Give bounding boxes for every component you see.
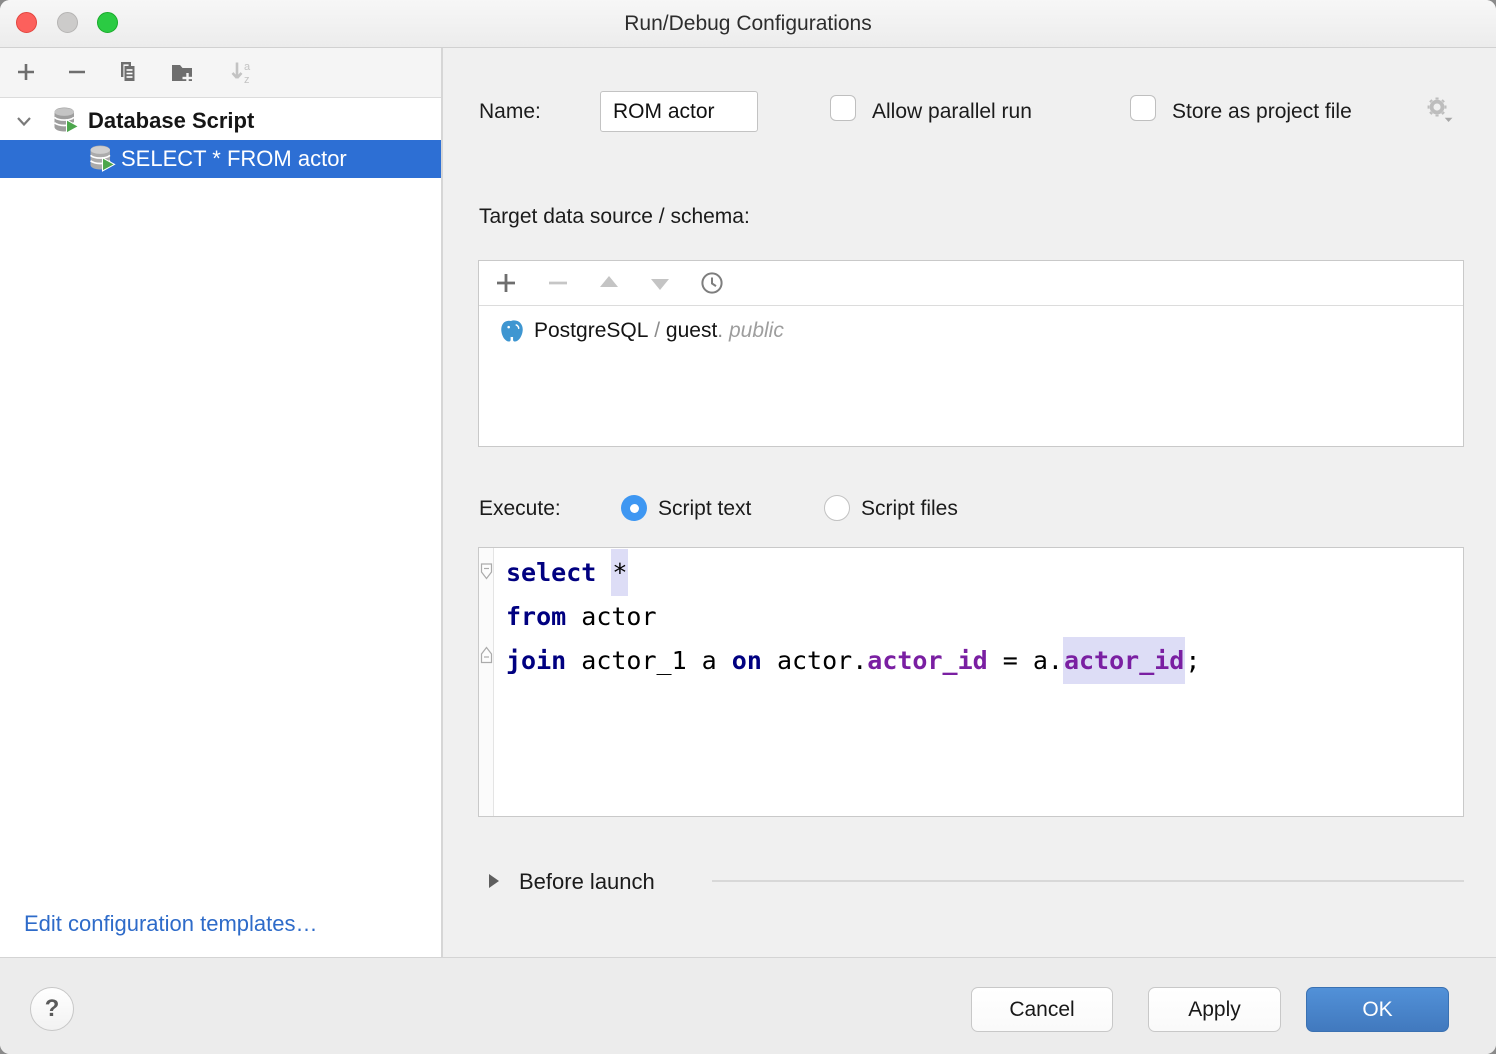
tree-group-label: Database Script xyxy=(88,102,254,140)
dialog-footer: ? Cancel Apply OK xyxy=(0,957,1496,1054)
name-label: Name: xyxy=(479,100,541,124)
database-script-run-icon xyxy=(86,144,116,174)
script-text-editor[interactable]: select *from actorjoin actor_1 a on acto… xyxy=(478,547,1464,817)
add-configuration-icon[interactable] xyxy=(13,59,39,85)
ok-button[interactable]: OK xyxy=(1306,987,1449,1032)
window-title: Run/Debug Configurations xyxy=(0,0,1496,47)
fold-marker-collapse-icon[interactable] xyxy=(480,646,493,664)
sort-alphabetically-icon: a z xyxy=(229,59,255,85)
svg-text:a: a xyxy=(244,61,251,73)
gear-settings-icon[interactable] xyxy=(1424,94,1456,126)
apply-button[interactable]: Apply xyxy=(1148,987,1281,1032)
data-source-engine: PostgreSQL xyxy=(534,319,648,343)
allow-parallel-run-label[interactable]: Allow parallel run xyxy=(872,100,1032,124)
code-lines[interactable]: select *from actorjoin actor_1 a on acto… xyxy=(506,551,1200,683)
before-launch-expand-icon[interactable] xyxy=(489,874,499,888)
sidebar-toolbar: a z xyxy=(0,48,441,98)
data-source-schema: public xyxy=(729,319,784,343)
script-files-label[interactable]: Script files xyxy=(861,497,958,521)
move-up-icon xyxy=(596,270,622,296)
move-down-icon xyxy=(647,270,673,296)
data-source-row-postgresql[interactable]: PostgreSQL / guest. public xyxy=(499,317,784,345)
editor-gutter xyxy=(479,548,494,816)
store-as-project-file-label[interactable]: Store as project file xyxy=(1172,100,1352,124)
script-text-radio[interactable] xyxy=(621,495,647,521)
postgresql-elephant-icon xyxy=(499,318,526,345)
svg-text:z: z xyxy=(244,74,250,85)
execute-label: Execute: xyxy=(479,497,561,521)
remove-data-source-icon xyxy=(545,270,571,296)
store-as-project-file-checkbox[interactable] xyxy=(1130,95,1156,121)
data-source-toolbar xyxy=(479,261,1463,306)
fold-marker-collapse-icon[interactable] xyxy=(480,563,493,581)
code-line[interactable]: from actor xyxy=(506,595,1200,639)
copy-configuration-icon[interactable] xyxy=(114,59,140,85)
code-line[interactable]: select * xyxy=(506,551,1200,595)
panel-divider xyxy=(441,48,443,957)
history-clock-icon[interactable] xyxy=(699,270,725,296)
code-line[interactable]: join actor_1 a on actor.actor_id = a.act… xyxy=(506,639,1200,683)
script-files-radio[interactable] xyxy=(824,495,850,521)
edit-configuration-templates-link[interactable]: Edit configuration templates… xyxy=(24,911,318,937)
tree-group-database-script[interactable]: Database Script xyxy=(0,102,441,140)
new-folder-icon[interactable] xyxy=(169,59,195,85)
database-script-run-icon xyxy=(50,106,80,136)
add-data-source-icon[interactable] xyxy=(493,270,519,296)
before-launch-separator xyxy=(712,880,1464,882)
before-launch-label[interactable]: Before launch xyxy=(519,869,655,895)
data-source-dot: . xyxy=(717,319,729,343)
data-source-separator: / xyxy=(648,319,666,343)
title-bar: Run/Debug Configurations xyxy=(0,0,1496,48)
allow-parallel-run-checkbox[interactable] xyxy=(830,95,856,121)
script-text-label[interactable]: Script text xyxy=(658,497,751,521)
cancel-button[interactable]: Cancel xyxy=(971,987,1113,1032)
chevron-down-icon[interactable] xyxy=(14,111,34,131)
name-input[interactable] xyxy=(600,91,758,132)
tree-item-label: SELECT * FROM actor xyxy=(121,140,347,178)
remove-configuration-icon[interactable] xyxy=(64,59,90,85)
configurations-sidebar: a z Database Script xyxy=(0,48,441,957)
target-data-source-label: Target data source / schema: xyxy=(479,205,750,229)
target-data-source-list: PostgreSQL / guest. public xyxy=(478,260,1464,447)
help-button[interactable]: ? xyxy=(30,987,74,1031)
data-source-database: guest xyxy=(666,319,717,343)
tree-item-select-from-actor[interactable]: SELECT * FROM actor xyxy=(0,140,441,178)
